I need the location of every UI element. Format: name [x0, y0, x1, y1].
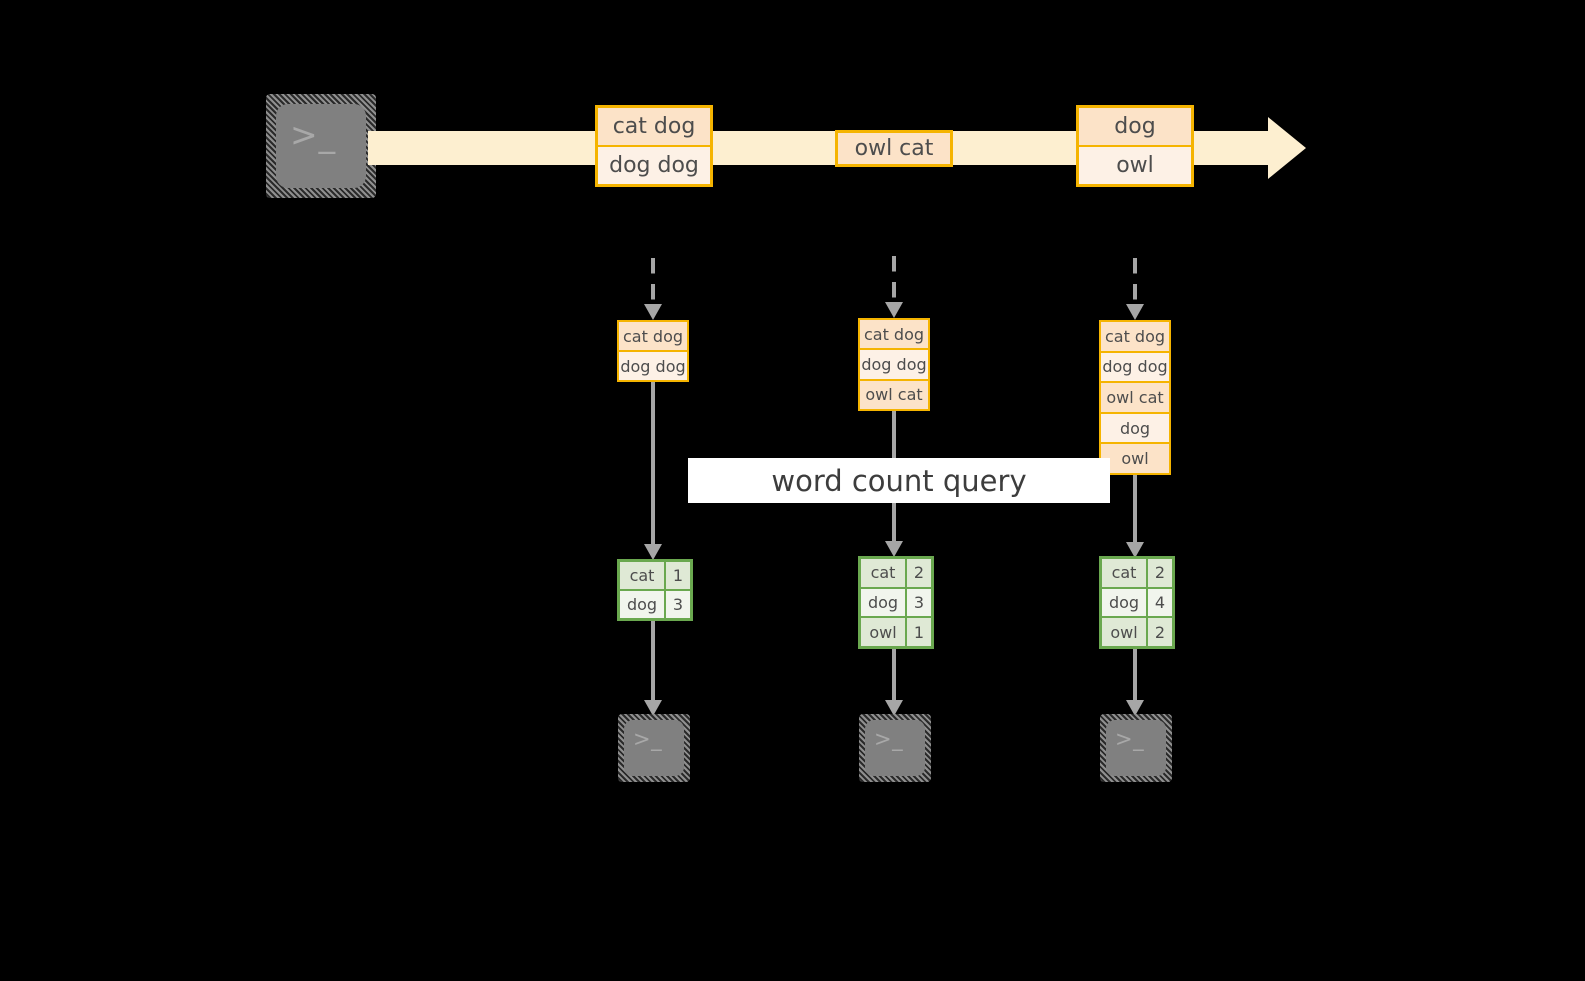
terminal-screen: >_	[276, 104, 366, 188]
source-terminal-icon: >_	[266, 94, 376, 198]
event-line: cat dog	[598, 108, 710, 145]
word-cell: cat	[1102, 559, 1146, 587]
terminal-prompt: >_	[874, 727, 904, 751]
snapshot-2-sink-terminal-icon: >_	[859, 714, 931, 782]
terminal-screen: >_	[624, 720, 684, 776]
word-cell: owl	[861, 618, 905, 647]
input-line: cat dog	[860, 320, 928, 349]
event-line: owl cat	[838, 133, 950, 164]
word-cell: cat	[620, 562, 664, 589]
table-row: dog 3	[861, 586, 931, 617]
event-line: owl	[1079, 145, 1191, 184]
input-line: cat dog	[1101, 322, 1169, 351]
table-row: dog 3	[620, 589, 690, 618]
input-line: cat dog	[619, 322, 687, 350]
count-cell: 4	[1146, 588, 1172, 617]
word-cell: dog	[861, 588, 905, 617]
snapshot-2-sink-arrow	[885, 649, 903, 716]
input-line: owl cat	[1101, 381, 1169, 412]
stream-event-group-2: owl cat	[835, 130, 953, 167]
terminal-prompt: >_	[1115, 727, 1145, 751]
snapshot-2-input-stack: cat dog dog dog owl cat	[858, 318, 930, 411]
input-line: dog dog	[860, 348, 928, 379]
snapshot-1-query-arrow	[644, 382, 662, 560]
count-cell: 2	[905, 559, 931, 587]
word-cell: dog	[1102, 588, 1146, 617]
stream-event-group-1: cat dog dog dog	[595, 105, 713, 187]
table-row: cat 1	[620, 562, 690, 589]
snapshot-1-trigger-arrow	[644, 258, 662, 320]
event-line: dog	[1079, 108, 1191, 145]
snapshot-2-result-table: cat 2 dog 3 owl 1	[858, 556, 934, 649]
snapshot-3-trigger-arrow	[1126, 258, 1144, 320]
snapshot-3-result-table: cat 2 dog 4 owl 2	[1099, 556, 1175, 649]
snapshot-3-sink-terminal-icon: >_	[1100, 714, 1172, 782]
word-cell: owl	[1102, 618, 1146, 647]
word-cell: cat	[861, 559, 905, 587]
count-cell: 1	[664, 562, 690, 589]
event-line: dog dog	[598, 145, 710, 184]
input-line: dog dog	[619, 350, 687, 380]
count-cell: 3	[664, 591, 690, 618]
count-cell: 2	[1146, 618, 1172, 647]
input-line: dog dog	[1101, 350, 1169, 382]
count-cell: 1	[905, 618, 931, 647]
input-line: owl cat	[860, 378, 928, 409]
query-label: word count query	[688, 458, 1110, 503]
snapshot-3-sink-arrow	[1126, 649, 1144, 716]
terminal-screen: >_	[1106, 720, 1166, 776]
input-line: owl	[1101, 442, 1169, 473]
snapshot-1-sink-terminal-icon: >_	[618, 714, 690, 782]
snapshot-3-query-arrow	[1126, 475, 1144, 558]
snapshot-1-input-stack: cat dog dog dog	[617, 320, 689, 382]
stream-arrow-head	[1268, 117, 1306, 179]
count-cell: 2	[1146, 559, 1172, 587]
snapshot-3-input-stack: cat dog dog dog owl cat dog owl	[1099, 320, 1171, 475]
count-cell: 3	[905, 588, 931, 617]
input-line: dog	[1101, 411, 1169, 443]
table-row: owl 2	[1102, 616, 1172, 647]
snapshot-1-result-table: cat 1 dog 3	[617, 559, 693, 621]
snapshot-2-trigger-arrow	[885, 256, 903, 318]
terminal-prompt: >_	[290, 115, 337, 154]
snapshot-1-sink-arrow	[644, 621, 662, 716]
word-cell: dog	[620, 591, 664, 618]
table-row: dog 4	[1102, 586, 1172, 617]
table-row: owl 1	[861, 616, 931, 647]
table-row: cat 2	[861, 559, 931, 587]
terminal-prompt: >_	[633, 727, 663, 751]
stream-event-group-3: dog owl	[1076, 105, 1194, 187]
table-row: cat 2	[1102, 559, 1172, 587]
terminal-screen: >_	[865, 720, 925, 776]
